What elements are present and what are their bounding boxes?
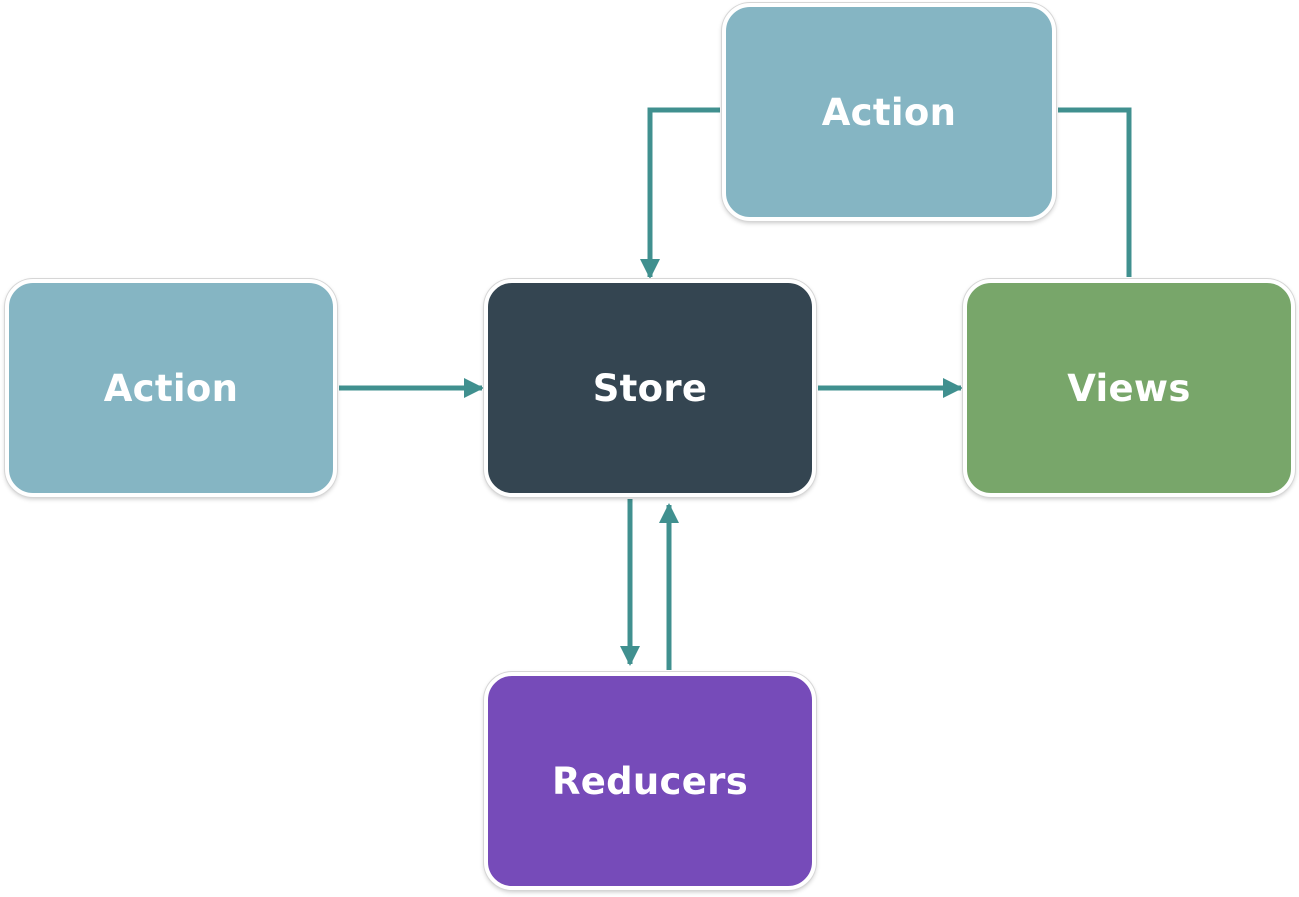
views-node-label: Views: [1067, 366, 1191, 410]
store-node-label: Store: [592, 366, 708, 410]
action-node-top-label: Action: [821, 90, 957, 134]
edge-action-to-store-top: [640, 107, 720, 280]
edge-views-to-action: [1058, 107, 1132, 277]
views-node: Views: [963, 279, 1295, 497]
action-node-left: Action: [5, 279, 337, 497]
store-node: Store: [484, 279, 816, 497]
reducers-node: Reducers: [484, 672, 816, 890]
reducers-node-label: Reducers: [551, 759, 749, 803]
action-node-top: Action: [722, 3, 1056, 221]
action-node-left-label: Action: [103, 366, 239, 410]
